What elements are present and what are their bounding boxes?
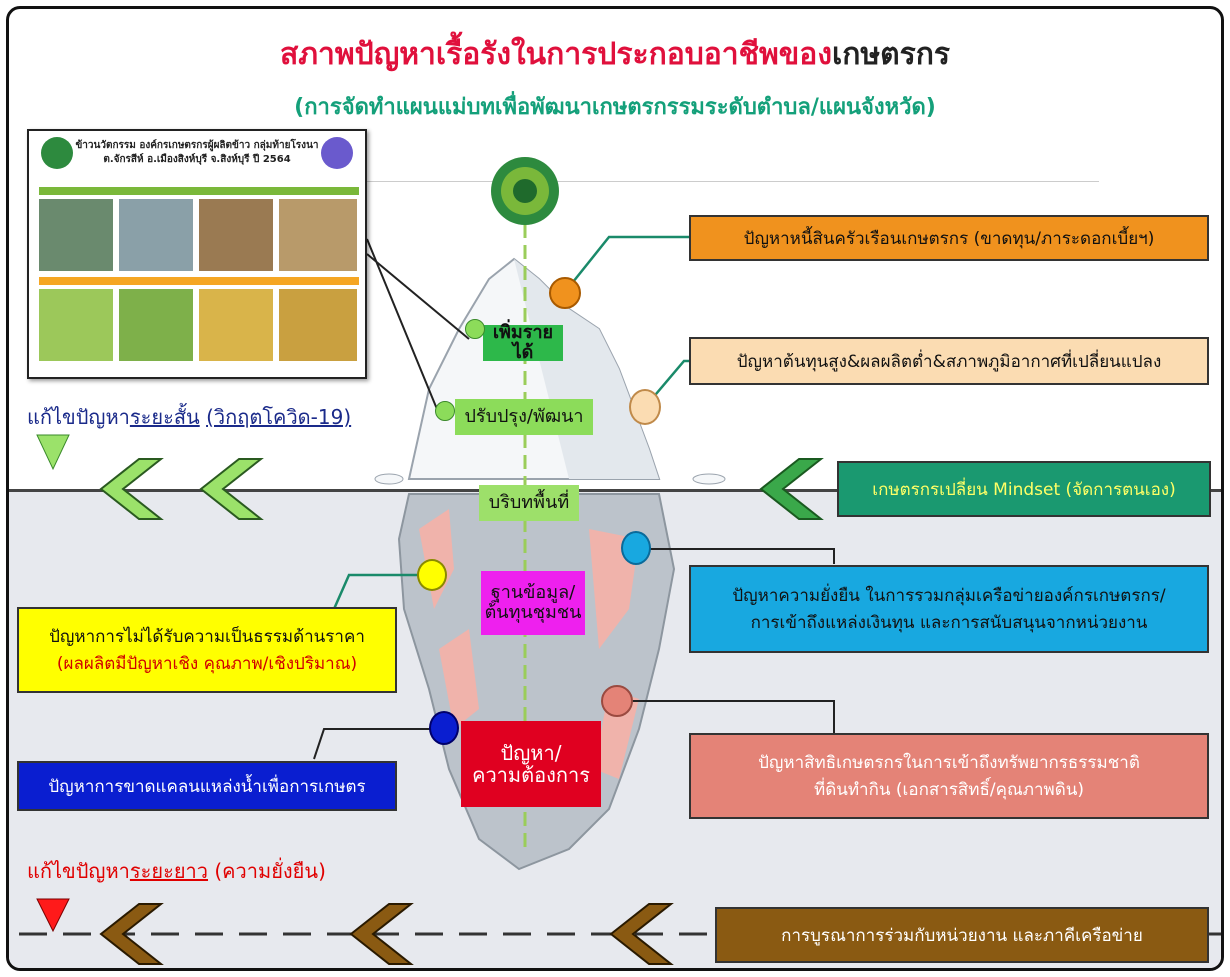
layer-database-line1: ฐานข้อมูล/ <box>490 582 576 604</box>
dot-water <box>429 711 459 745</box>
box-cost-problem: ปัญหาต้นทุนสูง&ผลผลิตต่ำ&สภาพภูมิอากาศที… <box>689 337 1209 385</box>
photo-band-2 <box>39 277 359 285</box>
photo-cell <box>199 199 273 271</box>
connector-rights <box>621 700 835 734</box>
page-subtitle: (การจัดทำแผนแม่บทเพื่อพัฒนาเกษตรกรรมระดั… <box>294 95 936 120</box>
photo-seal-icon <box>321 137 353 169</box>
box-price-line1: ปัญหาการไม่ได้รับความเป็นธรรมด้านราคา <box>49 627 365 647</box>
photo-cell <box>279 199 357 271</box>
box-debt-problem: ปัญหาหนี้สินครัวเรือนเกษตรกร (ขาดทุน/ภาร… <box>689 215 1209 261</box>
chevron-brown-1 <box>99 903 164 965</box>
photo-cell <box>39 289 113 361</box>
box-rights-problem: ปัญหาสิทธิเกษตรกรในการเข้าถึงทรัพยากรธรร… <box>689 733 1209 819</box>
connector-price <box>332 573 429 610</box>
chevron-left-2 <box>199 458 264 520</box>
box-price-problem: ปัญหาการไม่ได้รับความเป็นธรรมด้านราคา (ผ… <box>17 607 397 693</box>
diagram-frame: สภาพปัญหาเรื้อรังในการประกอบอาชีพของเกษต… <box>6 6 1224 971</box>
box-rights-line2: ที่ดินทำกิน (เอกสารสิทธิ์/คุณภาพดิน) <box>813 780 1085 800</box>
photo-cell <box>119 199 193 271</box>
title-part2: เกษตรกร <box>831 37 951 72</box>
box-sustain-problem: ปัญหาความยั่งยืน ในการรวมกลุ่มเครือข่ายอ… <box>689 565 1209 653</box>
long-term-label: แก้ไขปัญหาระยะยาว (ความยั่งยืน) <box>27 855 326 887</box>
connector-sustain <box>639 548 835 564</box>
photo-line2: ต.จักรสีห์ อ.เมืองสิงห์บุรี จ.สิงห์บุรี … <box>103 154 291 165</box>
long-term-prefix: แก้ไขปัญหา <box>27 859 130 883</box>
layer-improve: ปรับปรุง/พัฒนา <box>455 399 593 435</box>
photo-line1: ข้าวนวัตกรรม องค์กรเกษตรกรผู้ผลิตข้าว กล… <box>75 140 319 151</box>
layer-problems-line1: ปัญหา/ <box>500 741 562 765</box>
chevron-mindset <box>759 458 824 520</box>
dot-debt <box>549 277 581 309</box>
page-title: สภาพปัญหาเรื้อรังในการประกอบอาชีพของเกษต… <box>9 31 1221 78</box>
connector-water <box>313 728 444 760</box>
box-mindset: เกษตรกรเปลี่ยน Mindset (จัดการตนเอง) <box>837 461 1211 517</box>
iceberg-bottom-pink3 <box>439 629 479 729</box>
layer-problems: ปัญหา/ ความต้องการ <box>461 721 601 807</box>
box-sustain-line1: ปัญหาความยั่งยืน ในการรวมกลุ่มเครือข่ายอ… <box>732 586 1166 606</box>
title-part1: สภาพปัญหาเรื้อรังในการประกอบอาชีพของ <box>279 37 832 72</box>
dot-price <box>417 559 447 591</box>
photo-header: ข้าวนวัตกรรม องค์กรเกษตรกรผู้ผลิตข้าว กล… <box>29 131 365 183</box>
short-term-triangle <box>36 434 70 471</box>
short-term-word: ระยะสั้น <box>129 405 200 429</box>
box-price-line2: (ผลผลิตมีปัญหาเชิง คุณภาพ/เชิงปริมาณ) <box>56 654 358 674</box>
connector-debt <box>564 235 695 293</box>
dot-improve <box>435 401 455 421</box>
long-term-triangle <box>36 898 70 933</box>
iceberg-top-shade <box>514 259 659 479</box>
photo-logo-icon <box>41 137 73 169</box>
dot-cost <box>629 389 661 425</box>
box-water-problem: ปัญหาการขาดแคลนแหล่งน้ำเพื่อการเกษตร <box>17 761 397 811</box>
project-photo-panel: ข้าวนวัตกรรม องค์กรเกษตรกรผู้ผลิตข้าว กล… <box>27 129 367 379</box>
dot-sustain <box>621 531 651 565</box>
photo-cell <box>119 289 193 361</box>
chevron-brown-2 <box>349 903 414 965</box>
dot-income <box>465 319 485 339</box>
connector-photo1 <box>366 253 470 340</box>
chevron-left-1 <box>99 458 164 520</box>
layer-problems-line2: ความต้องการ <box>472 763 590 787</box>
photo-band-1 <box>39 187 359 195</box>
connector-photo2 <box>366 238 440 415</box>
box-rights-line1: ปัญหาสิทธิเกษตรกรในการเข้าถึงทรัพยากรธรร… <box>758 753 1140 773</box>
water-line <box>9 489 1221 492</box>
box-integration: การบูรณาการร่วมกับหน่วยงาน และภาคีเครือข… <box>715 907 1209 963</box>
short-term-prefix: แก้ไขปัญหา <box>27 405 130 429</box>
long-term-word: ระยะยาว <box>129 859 209 883</box>
short-term-suffix: (วิกฤตโควิด-19) <box>206 405 352 429</box>
dot-rights <box>601 685 633 717</box>
photo-cell <box>199 289 273 361</box>
layer-increase-income: เพิ่มรายได้ <box>483 323 563 362</box>
top-divider <box>349 181 1099 182</box>
box-sustain-line2: การเข้าถึงแหล่งเงินทุน และการสนับสนุนจาก… <box>750 613 1148 633</box>
long-term-suffix: (ความยั่งยืน) <box>214 859 326 883</box>
photo-cell <box>279 289 357 361</box>
chevron-brown-3 <box>609 903 674 965</box>
layer-database-line2: ต้นทุนชุมชน <box>484 602 582 623</box>
layer-context: บริบทพื้นที่ <box>479 485 579 521</box>
layer-database: ฐานข้อมูล/ ต้นทุนชุมชน <box>481 571 585 635</box>
photo-cell <box>39 199 113 271</box>
short-term-label: แก้ไขปัญหาระยะสั้น (วิกฤตโควิด-19) <box>27 401 351 433</box>
